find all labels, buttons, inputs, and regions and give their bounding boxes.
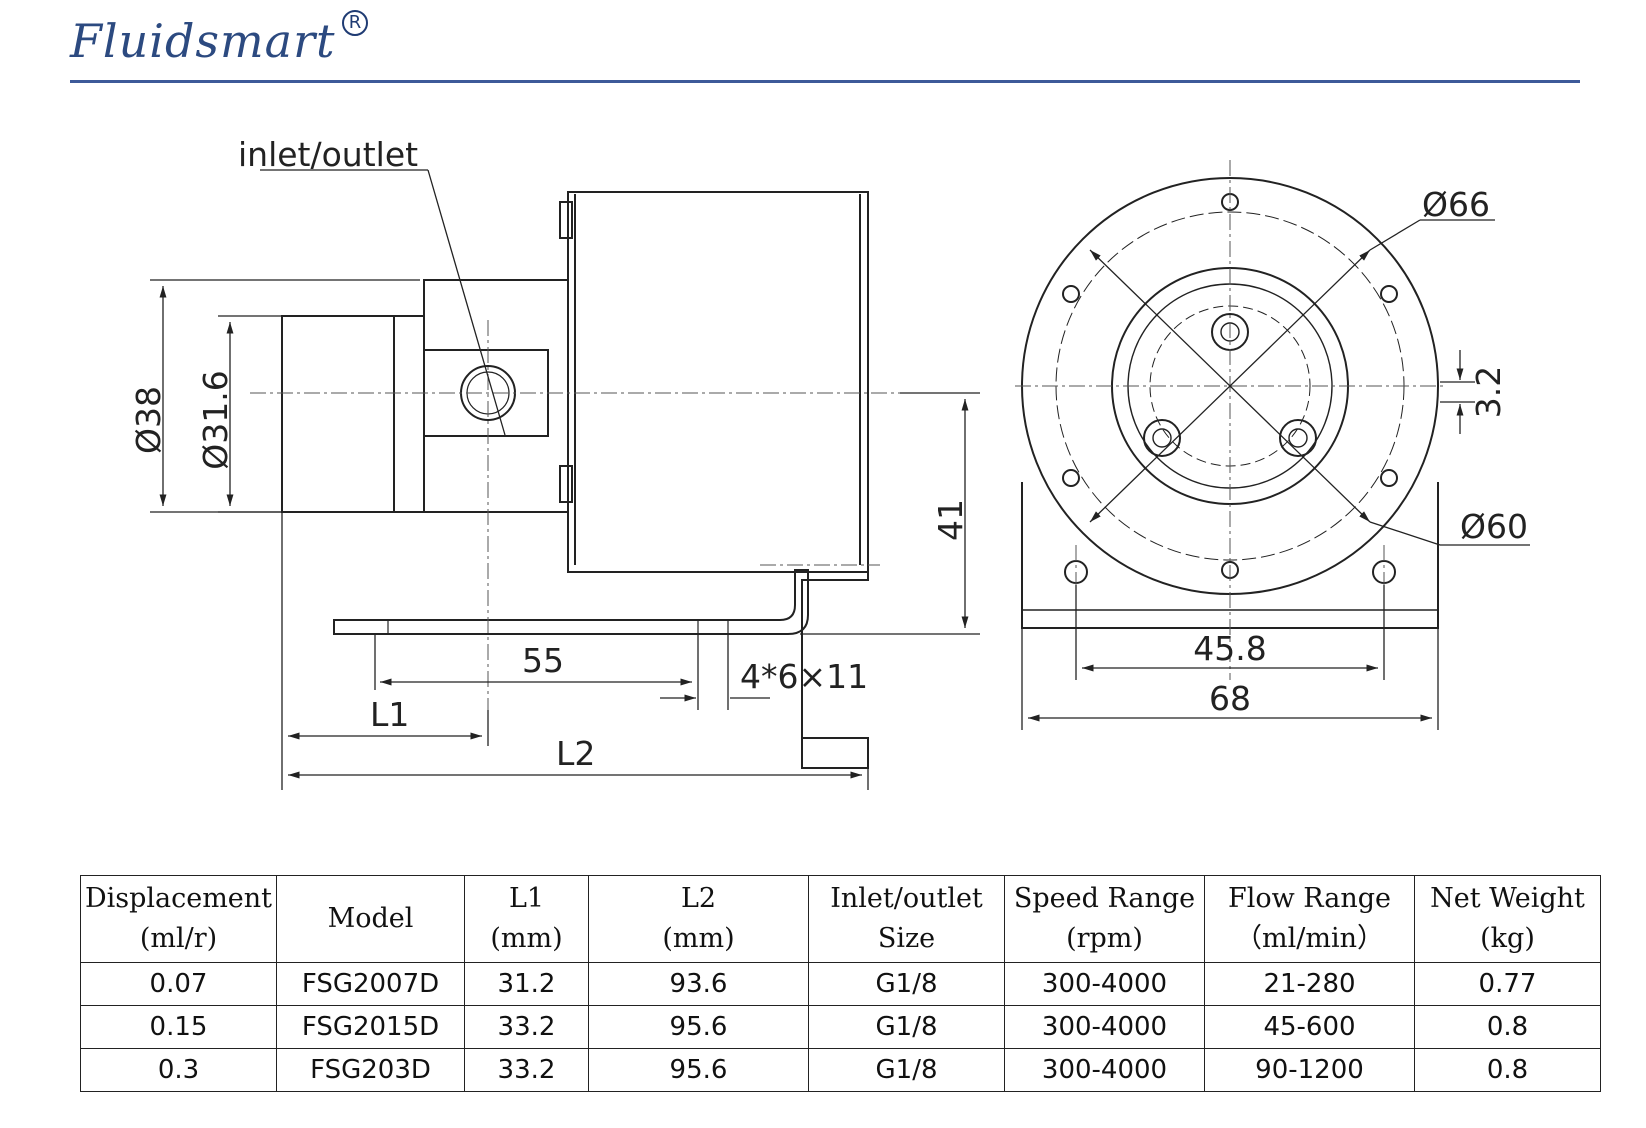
label-d60: Ø60	[1460, 507, 1528, 546]
header-model: Model	[276, 875, 465, 963]
technical-drawing: inlet/outlet Ø38 Ø31.6 41 55 4*6×11 L1 L…	[129, 135, 1530, 790]
cell: 45-600	[1204, 1005, 1415, 1049]
label-port: inlet/outlet	[238, 135, 418, 174]
bolt-head-top	[559, 201, 573, 239]
screw-left	[1143, 419, 1181, 457]
bolt-head-bottom	[559, 465, 573, 503]
cell: 90-1200	[1204, 1048, 1415, 1092]
cell: 300-4000	[1004, 962, 1205, 1006]
registered-mark: R	[342, 10, 368, 36]
pump-head	[281, 315, 395, 513]
cell: 0.07	[80, 962, 277, 1006]
label-holes: 4*6×11	[740, 657, 868, 696]
spec-table: Displacement(ml/r) Model L1(mm) L2(mm) I…	[80, 875, 1601, 1092]
cell: 300-4000	[1004, 1048, 1205, 1092]
cell: G1/8	[808, 1005, 1005, 1049]
cell: 95.6	[588, 1005, 809, 1049]
cell: 95.6	[588, 1048, 809, 1092]
cell: FSG2007D	[276, 962, 465, 1006]
label-d38: Ø38	[129, 386, 168, 454]
header-net-weight: Net Weight(kg)	[1414, 875, 1601, 963]
cell: G1/8	[808, 1048, 1005, 1092]
screw-right	[1279, 419, 1317, 457]
label-d66: Ø66	[1422, 185, 1490, 224]
table-header-row: Displacement(ml/r) Model L1(mm) L2(mm) I…	[80, 875, 1601, 963]
cell: 0.15	[80, 1005, 277, 1049]
cell: 300-4000	[1004, 1005, 1205, 1049]
label-L2: L2	[556, 734, 595, 773]
bracket-end	[801, 737, 869, 769]
table-row: 0.3 FSG203D 33.2 95.6 G1/8 300-4000 90-1…	[80, 1048, 1601, 1092]
label-d68: 68	[1209, 679, 1251, 718]
label-d32: 3.2	[1469, 366, 1508, 418]
header-speed-range: Speed Range(rpm)	[1004, 875, 1205, 963]
base-plate	[333, 569, 809, 635]
motor-housing	[567, 191, 869, 573]
table-row: 0.15 FSG2015D 33.2 95.6 G1/8 300-4000 45…	[80, 1005, 1601, 1049]
label-d41: 41	[931, 499, 970, 541]
pump-head-ring	[393, 315, 425, 513]
cell: FSG203D	[276, 1048, 465, 1092]
header-rule	[70, 80, 1580, 83]
cell: 0.77	[1414, 962, 1601, 1006]
header: Fluidsmart R	[70, 8, 1580, 88]
table-row: 0.07 FSG2007D 31.2 93.6 G1/8 300-4000 21…	[80, 962, 1601, 1006]
cell: 0.8	[1414, 1048, 1601, 1092]
brand-logo: Fluidsmart	[70, 14, 336, 68]
pump-body	[423, 279, 569, 513]
label-d55: 55	[522, 641, 564, 680]
cell: 0.3	[80, 1048, 277, 1092]
cell: 33.2	[464, 1005, 589, 1049]
cell: 21-280	[1204, 962, 1415, 1006]
cell: 93.6	[588, 962, 809, 1006]
header-l2: L2(mm)	[588, 875, 809, 963]
header-displacement: Displacement(ml/r)	[80, 875, 277, 963]
header-flow-range: Flow Range（ml/min）	[1204, 875, 1415, 963]
cell: FSG2015D	[276, 1005, 465, 1049]
label-d31: Ø31.6	[196, 370, 235, 469]
cell: G1/8	[808, 962, 1005, 1006]
header-l1: L1(mm)	[464, 875, 589, 963]
cell: 33.2	[464, 1048, 589, 1092]
housing-step	[801, 192, 869, 738]
cell: 31.2	[464, 962, 589, 1006]
label-L1: L1	[370, 695, 409, 734]
label-d458: 45.8	[1193, 629, 1266, 668]
cell: 0.8	[1414, 1005, 1601, 1049]
